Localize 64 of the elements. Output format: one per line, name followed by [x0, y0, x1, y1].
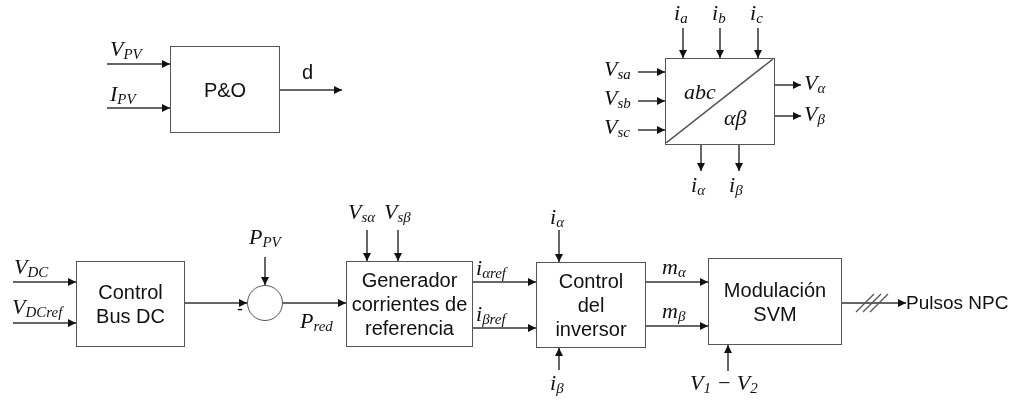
process-block: Control del inversor [536, 262, 646, 348]
signal-arrow [637, 68, 666, 76]
signal-arrow [841, 299, 907, 307]
output-label: Pulsos NPC [906, 290, 1014, 316]
signal-label: i$_{α}$ [550, 206, 564, 230]
signal-arrow [12, 278, 77, 286]
signal-arrow [394, 229, 402, 262]
signal-label: V$_{1}$ − V$_{2}$ [690, 372, 758, 396]
signal-arrow [555, 347, 563, 371]
signal-label: P$_{PV}$ [249, 226, 281, 250]
signal-arrow [261, 256, 269, 286]
output-frame-label: αβ [724, 105, 747, 132]
signal-arrow [555, 229, 563, 263]
signal-label: V$_{sα}$ [348, 201, 376, 225]
signal-label: V$_{β}$ [804, 103, 825, 127]
process-block: Modulación SVM [708, 258, 842, 345]
signal-arrow [645, 322, 709, 330]
signal-label: i$_{c}$ [750, 2, 763, 26]
signal-label: V$_{sb}$ [604, 87, 631, 111]
signal-arrow [184, 299, 248, 307]
signal-label: V$_{PV}$ [110, 38, 142, 62]
signal-label: i$_{a}$ [674, 2, 688, 26]
signal-label: I$_{PV}$ [110, 83, 136, 107]
signal-arrow [106, 60, 171, 68]
signal-label: V$_{sβ}$ [384, 201, 411, 225]
signal-arrow [282, 299, 347, 307]
input-frame-label: abc [684, 79, 716, 106]
abc-alphabeta-transform-block [665, 58, 775, 145]
signal-label: i$_{αref}$ [476, 257, 507, 281]
signal-arrow [735, 144, 743, 172]
signal-label: V$_{sc}$ [604, 116, 630, 140]
signal-label: i$_{βref}$ [476, 303, 506, 327]
signal-arrow [645, 278, 709, 286]
signal-arrow [12, 319, 77, 327]
signal-arrow [697, 144, 705, 172]
signal-arrow [724, 344, 732, 372]
signal-arrow [774, 81, 802, 89]
signal-label: V$_{sa}$ [604, 58, 631, 82]
signal-arrow [679, 27, 687, 59]
signal-arrow [754, 27, 762, 59]
sign-label: - [237, 300, 243, 318]
signal-label: P$_{red}$ [300, 310, 333, 334]
signal-label: m$_{α}$ [662, 256, 686, 280]
signal-label: i$_{β}$ [729, 174, 743, 198]
signal-arrow [106, 104, 171, 112]
process-block: Control Bus DC [76, 261, 185, 347]
process-block: Generador corrientes de referencia [346, 261, 473, 347]
process-block: P&O [170, 46, 280, 133]
signal-label: m$_{β}$ [662, 300, 686, 324]
signal-arrow [472, 324, 537, 332]
signal-arrow [637, 126, 666, 134]
signal-label: V$_{DC}$ [14, 256, 49, 280]
signal-label: d [302, 62, 314, 82]
signal-label: i$_{β}$ [550, 372, 564, 396]
signal-label: i$_{α}$ [691, 174, 705, 198]
signal-arrow [279, 86, 343, 94]
signal-arrow [363, 229, 371, 262]
signal-label: V$_{DCref}$ [12, 296, 63, 320]
signal-arrow [637, 97, 666, 105]
signal-arrow [716, 27, 724, 59]
signal-arrow [472, 278, 537, 286]
signal-label: V$_{α}$ [804, 72, 826, 96]
signal-label: i$_{b}$ [712, 2, 726, 26]
signal-arrow [774, 112, 802, 120]
